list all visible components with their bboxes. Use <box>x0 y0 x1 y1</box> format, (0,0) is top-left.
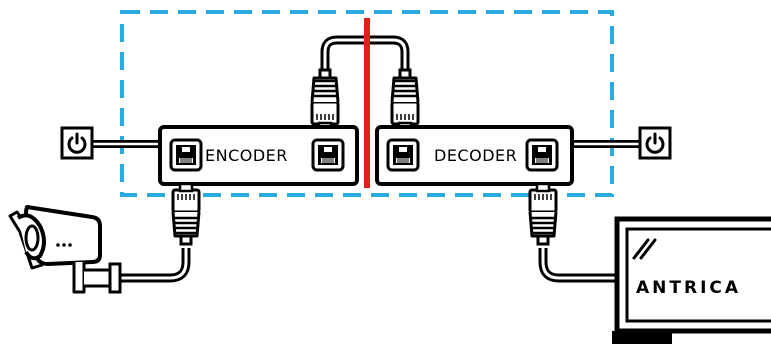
encoder-lan-port-icon <box>169 138 203 172</box>
camera-plug <box>171 182 201 246</box>
monitor-brand-label: ANTRICA <box>636 278 741 298</box>
monitor-cable <box>538 248 622 283</box>
camera-icon <box>8 205 122 294</box>
encoder-label: ENCODER <box>205 146 288 165</box>
encoder-unit: ENCODER <box>158 125 359 186</box>
decoder-unit: DECODER <box>375 125 574 186</box>
decoder-label: DECODER <box>434 146 517 165</box>
decoder-power-icon <box>638 126 672 160</box>
decoder-uplink-port-icon <box>386 138 420 172</box>
encoder-power-icon <box>60 126 94 160</box>
encoder-uplink-plug <box>310 68 340 132</box>
encoder-uplink-port-icon <box>311 138 345 172</box>
decoder-uplink-plug <box>390 68 420 132</box>
decoder-hdmi-port-icon <box>525 138 559 172</box>
monitor-plug <box>528 182 558 246</box>
monitor-icon: ANTRICA <box>612 216 771 344</box>
camera-cable <box>116 248 191 283</box>
